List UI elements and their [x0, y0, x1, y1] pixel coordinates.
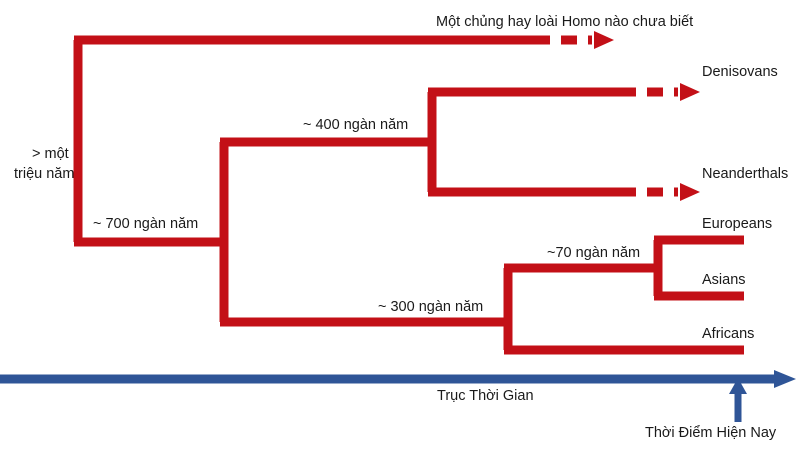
node-label-400k: ~ 400 ngàn năm: [303, 117, 409, 133]
timeline-axis-label: Trục Thời Gian: [437, 388, 534, 404]
present-day-label: Thời Điểm Hiện Nay: [645, 425, 777, 441]
tree-branches: [73, 35, 744, 355]
node-label-root-line2: triệu năm: [14, 166, 75, 182]
present-marker-arrowhead: [729, 378, 747, 394]
tree-arrowheads: [594, 31, 700, 201]
arrowhead-unknown-homo: [594, 31, 614, 49]
tip-label-unknown-homo: Một chủng hay loài Homo nào chưa biết: [436, 14, 694, 30]
tip-label-asians: Asians: [702, 272, 746, 288]
timeline-axis-graphic: [0, 370, 796, 422]
timeline-axis-arrowhead: [774, 370, 796, 388]
node-label-70k: ~70 ngàn năm: [547, 245, 641, 261]
node-label-700k: ~ 700 ngàn năm: [93, 216, 199, 232]
arrowhead-neanderthals: [680, 183, 700, 201]
tree-dashed-segments: [534, 35, 678, 197]
tip-label-europeans: Europeans: [702, 216, 773, 232]
node-label-300k: ~ 300 ngàn năm: [378, 299, 484, 315]
node-label-root-line1: > một: [32, 146, 69, 162]
tip-label-africans: Africans: [702, 326, 755, 342]
tip-label-neanderthals: Neanderthals: [702, 166, 789, 182]
tip-label-denisovans: Denisovans: [702, 64, 778, 80]
arrowhead-denisovans: [680, 83, 700, 101]
